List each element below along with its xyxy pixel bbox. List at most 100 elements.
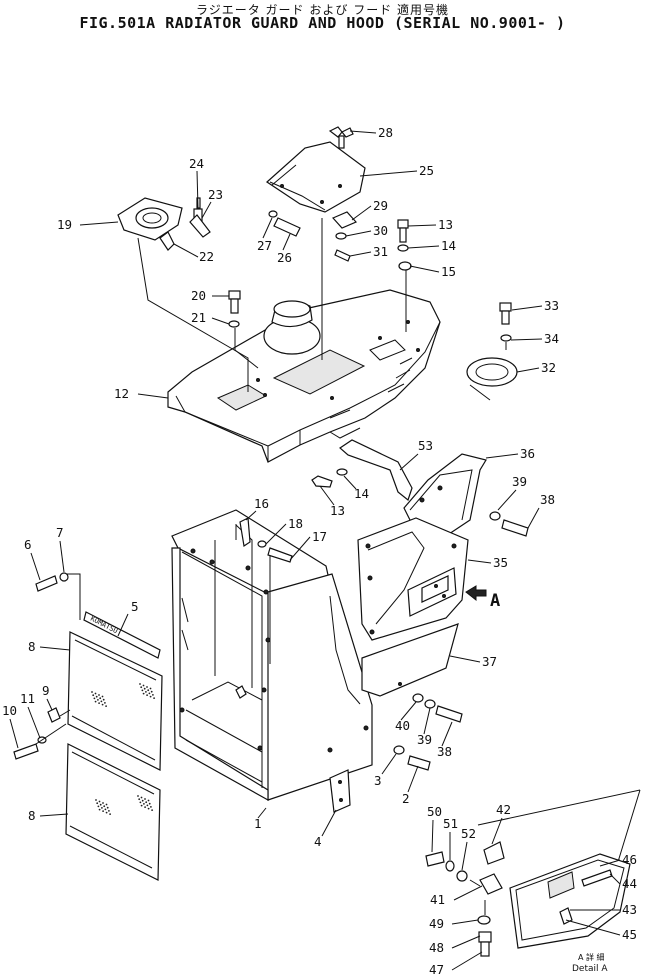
callout-c32: 32 <box>541 360 556 375</box>
grille-perforation <box>97 805 100 808</box>
leader-c49 <box>451 919 479 925</box>
grille-8-lower <box>65 743 161 881</box>
callout-c10: 10 <box>2 703 17 718</box>
figure-title: FIG.501A RADIATOR GUARD AND HOOD (SERIAL… <box>79 14 566 32</box>
leader-c48 <box>451 935 481 949</box>
bolt-2-washer-3 <box>393 745 431 771</box>
callout-c39a: 39 <box>512 474 527 489</box>
callout-c8a: 8 <box>28 639 36 654</box>
grille-perforation <box>98 702 100 704</box>
leader-c19 <box>79 221 119 226</box>
cover-25 <box>266 141 366 213</box>
callout-c15: 15 <box>441 264 456 279</box>
grille-perforation <box>102 810 104 812</box>
grille-perforation <box>92 694 95 697</box>
callout-c39b: 39 <box>417 732 432 747</box>
grille-perforation <box>106 806 109 809</box>
grille-perforation <box>140 796 143 799</box>
grille-perforation <box>98 808 101 811</box>
callout-c16: 16 <box>254 496 269 511</box>
callout-c7: 7 <box>56 525 64 540</box>
grille-perforation <box>102 698 105 701</box>
callout-c4: 4 <box>314 834 322 849</box>
leader-c25 <box>359 170 418 177</box>
grille-perforation <box>95 799 97 801</box>
callout-c23: 23 <box>208 187 223 202</box>
grille-perforation <box>99 803 102 806</box>
callout-c17: 17 <box>312 529 327 544</box>
leader-c36 <box>485 453 519 459</box>
grille-perforation <box>98 800 101 803</box>
callout-c50: 50 <box>427 804 442 819</box>
bracket-53 <box>339 439 413 502</box>
callout-c22: 22 <box>199 249 214 264</box>
leader-c22 <box>173 243 199 258</box>
side-panel-35 <box>357 517 469 641</box>
callout-c25: 25 <box>419 163 434 178</box>
callout-c19: 19 <box>57 217 72 232</box>
leader-c12 <box>137 393 169 399</box>
ring-32 <box>466 357 518 387</box>
callout-c36: 36 <box>520 446 535 461</box>
callout-c44: 44 <box>622 876 637 891</box>
grille-perforation <box>108 810 110 812</box>
grille-perforation <box>139 801 142 804</box>
callout-c24: 24 <box>189 156 204 171</box>
leader-c34 <box>510 338 543 341</box>
callout-c1: 1 <box>254 816 262 831</box>
leader-c53 <box>399 453 419 471</box>
leader-c31 <box>349 251 372 257</box>
callout-c27: 27 <box>257 238 272 253</box>
center-lines-top <box>137 218 507 401</box>
callout-c34: 34 <box>544 331 559 346</box>
grille-perforation <box>140 686 143 689</box>
view-a-label: A <box>490 591 500 611</box>
grille-perforation <box>147 689 150 692</box>
callout-c12: 12 <box>114 386 129 401</box>
leader-c37 <box>449 655 481 663</box>
grille-perforation <box>151 809 154 811</box>
grille-perforation <box>101 695 104 698</box>
bolt-13-lower <box>311 468 348 488</box>
leader-c5 <box>117 613 129 637</box>
leader-c40 <box>400 701 417 721</box>
leader-c6 <box>30 552 41 581</box>
callout-c35: 35 <box>493 555 508 570</box>
leader-c33 <box>511 305 543 311</box>
leader-c23 <box>201 201 212 219</box>
clip-9-bolt-10-washer-11 <box>13 707 61 760</box>
callout-c29: 29 <box>373 198 388 213</box>
callout-c49: 49 <box>429 916 444 931</box>
leader-c8b <box>39 813 69 817</box>
grille-perforation <box>149 687 152 690</box>
grille-perforation <box>146 804 149 807</box>
leader-c8a <box>39 646 71 651</box>
callout-c40: 40 <box>395 718 410 733</box>
leader-c32 <box>516 367 540 373</box>
radiator-guard-frame <box>171 509 373 802</box>
grille-perforation <box>149 695 152 698</box>
grille-perforation <box>148 802 151 805</box>
wing-bolt-28 <box>328 126 354 149</box>
leader-c28 <box>349 130 377 134</box>
callout-c31: 31 <box>373 244 388 259</box>
leader-c3 <box>381 753 397 775</box>
callout-c5: 5 <box>131 599 139 614</box>
grille-perforation <box>153 697 156 699</box>
leader-lines <box>9 130 621 971</box>
callout-c33: 33 <box>544 298 559 313</box>
detail-a-label-jp: A 詳 細 <box>578 952 605 962</box>
grille-perforation <box>101 807 103 809</box>
leader-c7 <box>59 540 65 573</box>
callout-c11: 11 <box>20 691 35 706</box>
callout-c45: 45 <box>622 927 637 942</box>
grille-perforation <box>143 803 145 805</box>
grille-perforation <box>145 691 147 693</box>
leader-c47 <box>451 951 483 971</box>
callout-c38b: 38 <box>437 744 452 759</box>
leader-c38b <box>441 721 453 747</box>
leader-c17 <box>289 536 311 561</box>
grille-perforation <box>98 694 100 696</box>
grille-perforation <box>109 813 111 815</box>
grille-perforation <box>97 699 99 701</box>
